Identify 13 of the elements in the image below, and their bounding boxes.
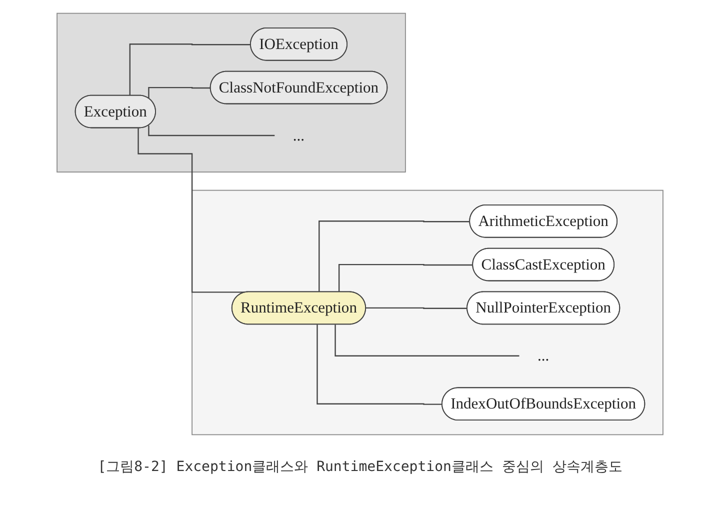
connector bbox=[318, 220, 470, 292]
cluster bbox=[56, 12, 406, 172]
connector bbox=[148, 86, 211, 98]
node-text: ... bbox=[538, 346, 550, 364]
figure-caption: [그림8-2] Exception클래스와 RuntimeException클래스 중심의 상속계층도 bbox=[98, 459, 622, 475]
connector bbox=[316, 324, 442, 405]
node-text: ... bbox=[292, 126, 305, 144]
cluster bbox=[192, 190, 664, 436]
connector bbox=[334, 324, 520, 356]
connector bbox=[365, 307, 468, 309]
connector bbox=[338, 264, 474, 292]
connector bbox=[148, 125, 275, 136]
connector bbox=[129, 44, 251, 96]
